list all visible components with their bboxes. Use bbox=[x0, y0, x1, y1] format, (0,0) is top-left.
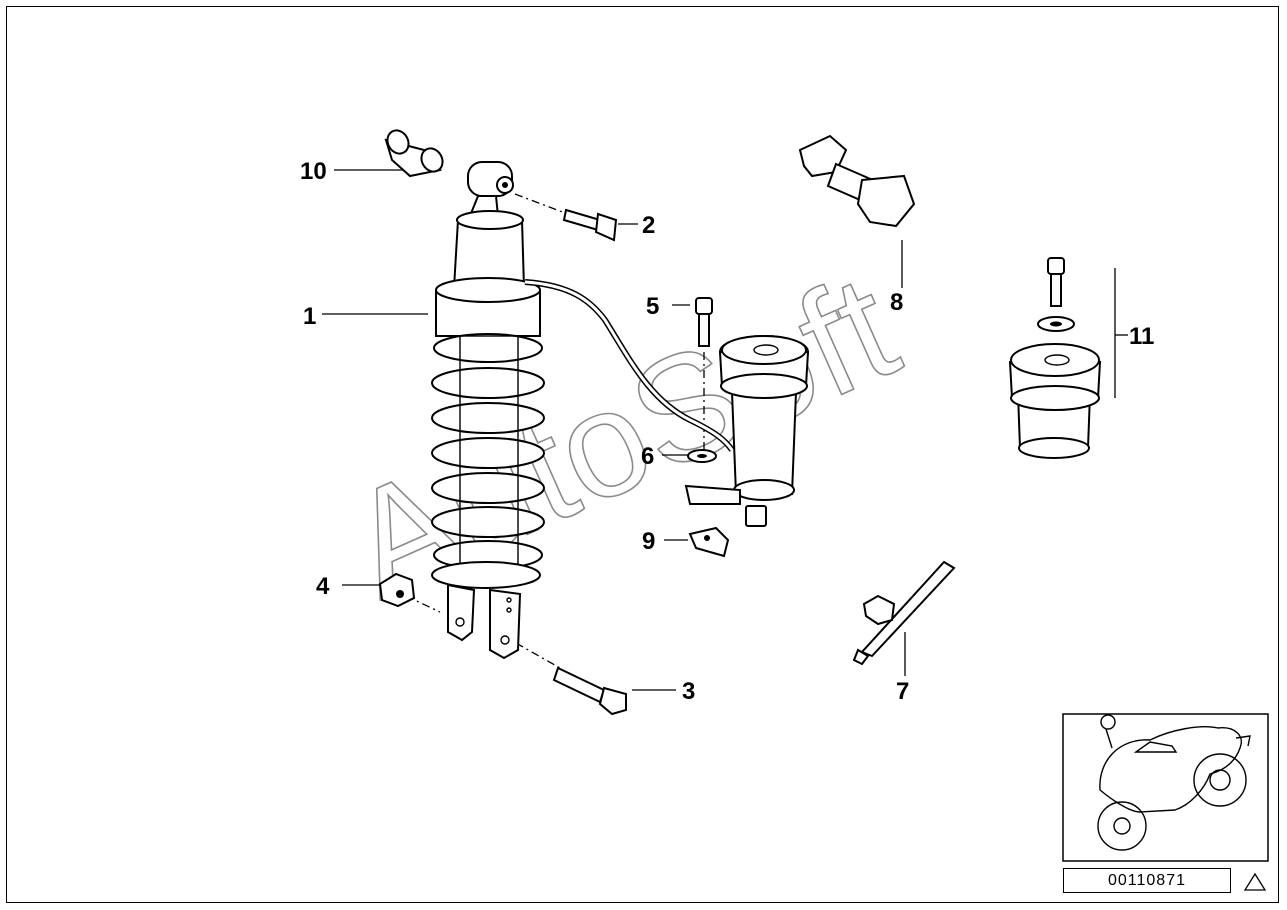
thumbnail-box bbox=[1062, 713, 1269, 862]
part-2-bolt bbox=[562, 208, 618, 242]
document-number: 00110871 bbox=[1063, 868, 1231, 893]
callout-2: 2 bbox=[642, 212, 655, 239]
callout-8: 8 bbox=[890, 289, 903, 316]
callout-10: 10 bbox=[300, 158, 327, 185]
callout-3: 3 bbox=[682, 678, 695, 705]
part-7-cable-tie bbox=[852, 560, 956, 666]
part-5-screw bbox=[695, 297, 713, 347]
callout-7: 7 bbox=[896, 678, 909, 705]
watermark: AutoSoft bbox=[325, 242, 919, 630]
callouts: 10 2 1 5 8 11 6 9 4 3 7 bbox=[300, 158, 1154, 705]
part-1-shock-absorber bbox=[431, 161, 735, 660]
callout-4: 4 bbox=[316, 573, 330, 600]
part-6-washer bbox=[687, 449, 717, 463]
callout-5: 5 bbox=[646, 293, 659, 320]
callout-9: 9 bbox=[642, 528, 655, 555]
part-8-holder bbox=[798, 134, 916, 228]
part-10-bushing bbox=[384, 129, 444, 178]
callout-6: 6 bbox=[641, 443, 654, 470]
part-3-bolt bbox=[552, 666, 627, 716]
triangle-icon bbox=[1243, 872, 1267, 891]
diagram-frame bbox=[6, 6, 1279, 903]
motorcycle-silhouette-icon bbox=[1097, 714, 1251, 851]
callout-11: 11 bbox=[1129, 323, 1154, 350]
part-11-adjuster-kit bbox=[1008, 257, 1102, 459]
part-9-bracket bbox=[688, 526, 730, 558]
part-4-nut bbox=[378, 572, 416, 608]
callout-1: 1 bbox=[303, 303, 316, 330]
preload-adjuster bbox=[684, 335, 810, 527]
